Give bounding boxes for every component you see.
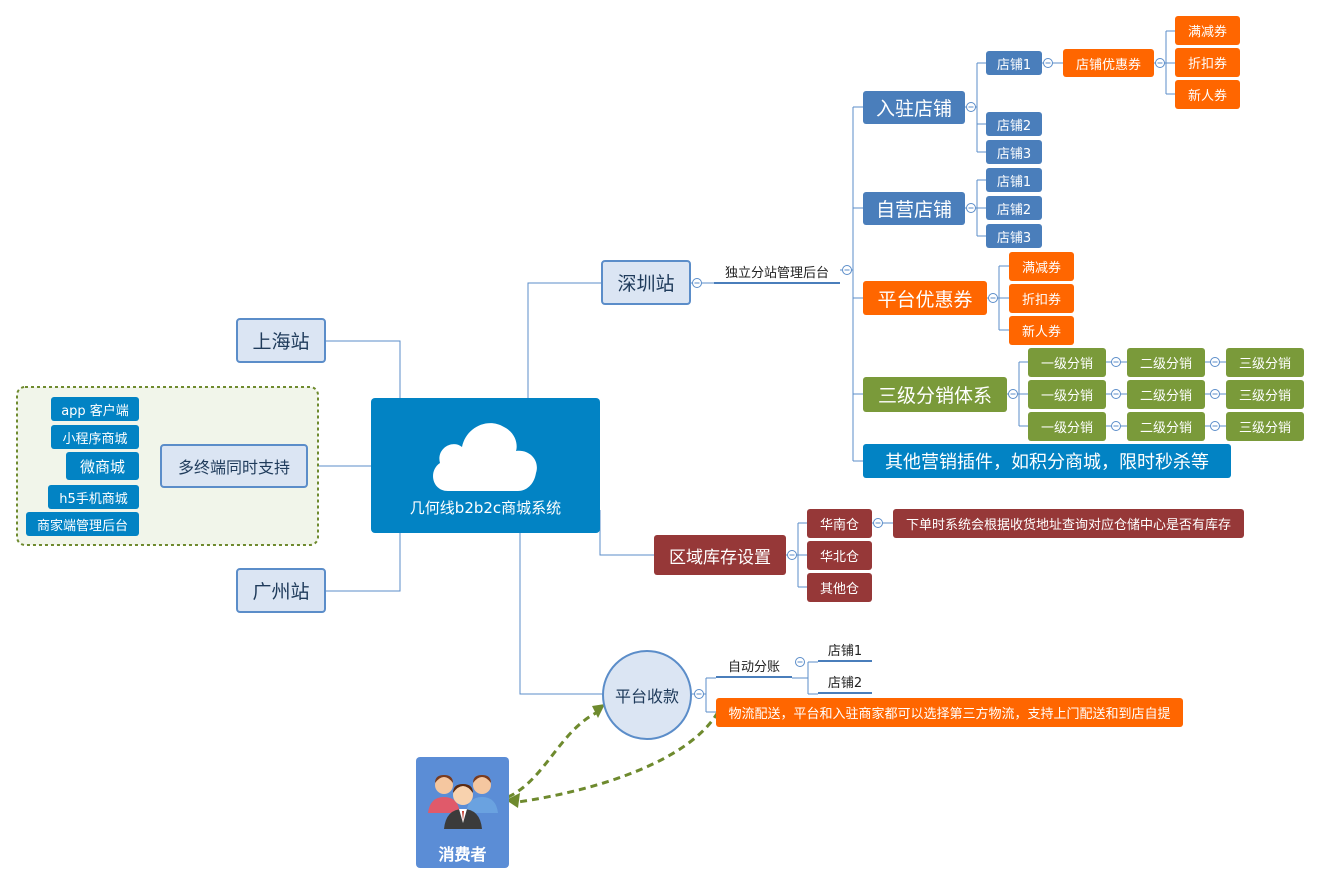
station-shenzhen[interactable]: 深圳站 xyxy=(601,260,691,305)
store-coupon-node[interactable]: 店铺优惠券 xyxy=(1063,49,1154,77)
other-plugins-node[interactable]: 其他营销插件，如积分商城，限时秒杀等 xyxy=(863,444,1231,478)
warehouse-other[interactable]: 其他仓 xyxy=(807,573,872,602)
settled-store-3[interactable]: 店铺3 xyxy=(986,140,1042,164)
self-store-2[interactable]: 店铺2 xyxy=(986,196,1042,220)
distribution-node[interactable]: 三级分销体系 xyxy=(863,377,1007,412)
consumer-label: 消费者 xyxy=(438,845,487,864)
inventory-note[interactable]: 下单时系统会根据收货地址查询对应仓储中心是否有库存 xyxy=(893,509,1244,538)
payment-node[interactable]: 平台收款 xyxy=(602,650,692,740)
terminal-h5-mall[interactable]: h5手机商城 xyxy=(48,485,139,509)
payment-store-1: 店铺1 xyxy=(818,638,872,662)
auto-split-label: 自动分账 xyxy=(716,654,792,678)
settled-store-1[interactable]: 店铺1 xyxy=(986,51,1042,75)
self-store-1[interactable]: 店铺1 xyxy=(986,168,1042,192)
platform-coupon-full-reduction[interactable]: 满减券 xyxy=(1009,252,1074,281)
dist-row2-level2[interactable]: 二级分销 xyxy=(1127,380,1205,409)
center-title: 几何线b2b2c商城系统 xyxy=(409,499,562,517)
dist-row2-level3[interactable]: 三级分销 xyxy=(1226,380,1304,409)
warehouse-south[interactable]: 华南仓 xyxy=(807,509,872,538)
multi-terminal-node[interactable]: 多终端同时支持 xyxy=(160,444,308,488)
dist-row3-level1[interactable]: 一级分销 xyxy=(1028,412,1106,441)
admin-label: 独立分站管理后台 xyxy=(714,260,840,284)
consumer-node[interactable]: 消费者 xyxy=(416,757,509,868)
dist-row2-level1[interactable]: 一级分销 xyxy=(1028,380,1106,409)
station-guangzhou[interactable]: 广州站 xyxy=(236,568,326,613)
store-coupon-discount[interactable]: 折扣券 xyxy=(1175,48,1240,77)
dist-row1-level2[interactable]: 二级分销 xyxy=(1127,348,1205,377)
dist-row1-level1[interactable]: 一级分销 xyxy=(1028,348,1106,377)
platform-coupons-node[interactable]: 平台优惠券 xyxy=(863,281,987,315)
platform-coupon-newcomer[interactable]: 新人券 xyxy=(1009,316,1074,345)
terminal-merchant-admin[interactable]: 商家端管理后台 xyxy=(26,512,139,536)
store-coupon-full-reduction[interactable]: 满减券 xyxy=(1175,16,1240,45)
dist-row3-level2[interactable]: 二级分销 xyxy=(1127,412,1205,441)
inventory-node[interactable]: 区域库存设置 xyxy=(654,535,786,575)
self-store-3[interactable]: 店铺3 xyxy=(986,224,1042,248)
terminal-mini-program[interactable]: 小程序商城 xyxy=(51,425,139,449)
self-stores-node[interactable]: 自营店铺 xyxy=(863,192,965,225)
payment-to-consumer-arrow xyxy=(517,711,720,804)
warehouse-north[interactable]: 华北仓 xyxy=(807,541,872,570)
platform-coupon-discount[interactable]: 折扣券 xyxy=(1009,284,1074,313)
terminal-app[interactable]: app 客户端 xyxy=(51,397,139,421)
cloud-icon xyxy=(432,423,537,491)
logistics-note[interactable]: 物流配送，平台和入驻商家都可以选择第三方物流，支持上门配送和到店自提 xyxy=(716,698,1183,727)
dist-row3-level3[interactable]: 三级分销 xyxy=(1226,412,1304,441)
settled-stores-node[interactable]: 入驻店铺 xyxy=(863,91,965,124)
store-coupon-newcomer[interactable]: 新人券 xyxy=(1175,80,1240,109)
consumer-to-payment-arrow xyxy=(507,710,599,799)
terminal-wechat-mall[interactable]: 微商城 xyxy=(66,452,139,480)
dist-row1-level3[interactable]: 三级分销 xyxy=(1226,348,1304,377)
station-shanghai[interactable]: 上海站 xyxy=(236,318,326,363)
payment-store-2: 店铺2 xyxy=(818,670,872,694)
users-icon xyxy=(427,775,498,829)
center-node[interactable]: 几何线b2b2c商城系统 xyxy=(371,398,600,533)
settled-store-2[interactable]: 店铺2 xyxy=(986,112,1042,136)
